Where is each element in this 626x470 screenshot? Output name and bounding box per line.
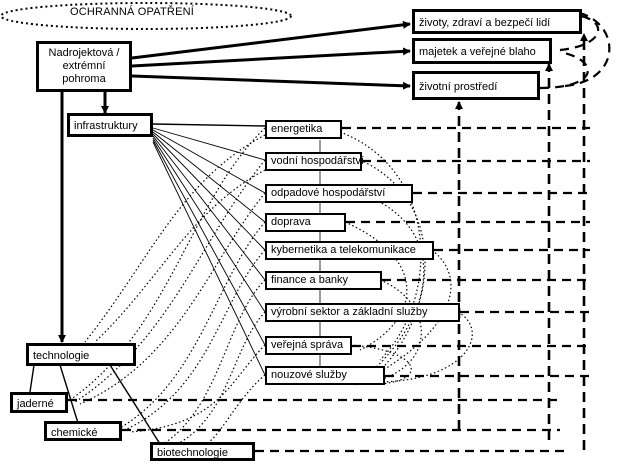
vertical-feedback-lines: [455, 33, 588, 450]
impact-lives-box: životy, zdraví a bezpečí lidí: [412, 9, 582, 34]
interdependency-dotted-lines: [69, 127, 473, 449]
sector-cyber-telecom: kybernetika a telekomunikace: [265, 241, 434, 260]
tech-chemical-box: chemické: [44, 421, 122, 441]
sector-transport: doprava: [265, 213, 346, 232]
protection-measures-ellipse: [0, 2, 292, 30]
feedback-dashed-lines: [68, 10, 611, 453]
tech-nuclear-box: jaderné: [10, 392, 68, 413]
sector-public-admin: veřejná správa: [265, 336, 352, 355]
hazard-impact-arrows: [58, 20, 411, 343]
infrastructure-box: infrastruktury: [67, 113, 153, 137]
protection-measures-label: OCHRANNÁ OPATŘENÍ: [70, 6, 195, 18]
technologies-box: technologie: [26, 343, 136, 366]
sector-manufacturing: výrobní sektor a základní služby: [265, 303, 460, 322]
hazard-box: Nadrojektová / extrémní pohroma: [36, 41, 132, 92]
sector-finance: finance a banky: [265, 271, 382, 290]
impact-environment-box: životní prostředí: [412, 71, 540, 100]
sector-water: vodní hospodářství: [265, 152, 364, 171]
tech-bio-box: biotechnologie: [150, 442, 255, 461]
sector-waste: odpadové hospodářství: [265, 184, 413, 203]
structural-links: [29, 123, 321, 445]
sector-energy: energetika: [265, 120, 342, 139]
infrastructure-fan-lines: [152, 127, 266, 376]
sector-emergency: nouzové služby: [265, 366, 385, 385]
impact-property-box: majetek a veřejné blaho: [412, 38, 552, 64]
